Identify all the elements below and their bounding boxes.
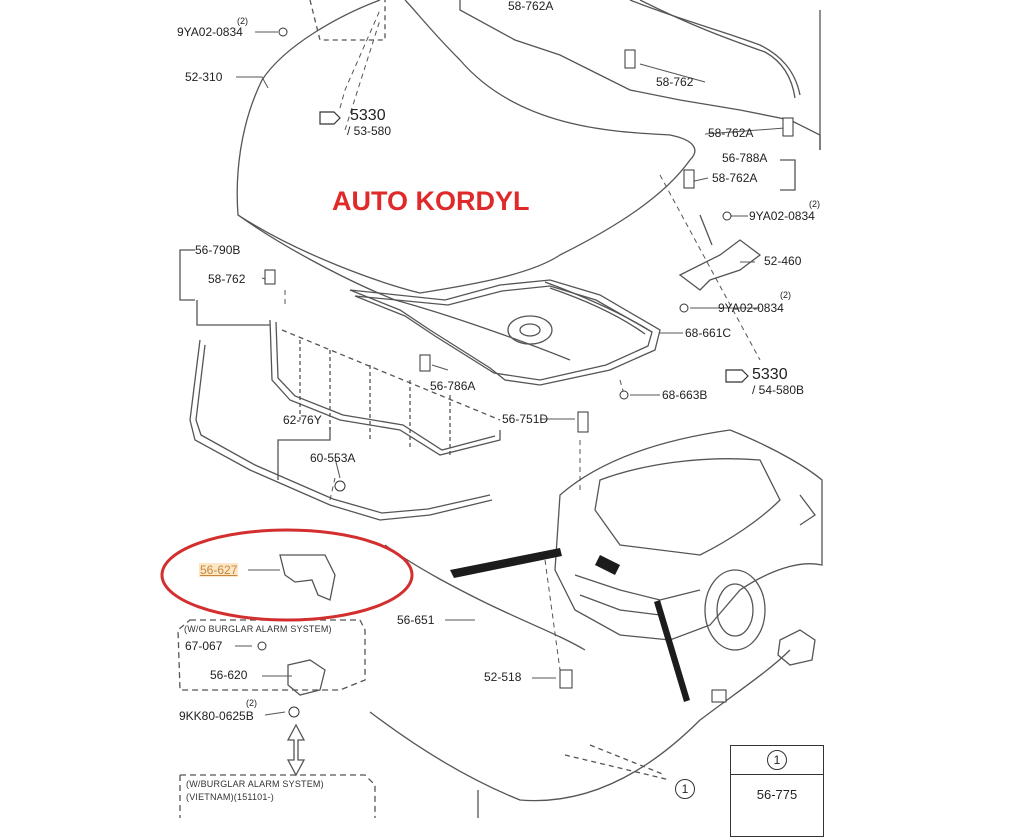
label-58-762a-top: 58-762A: [508, 0, 554, 13]
parts-table-cell: 56-775: [756, 787, 798, 802]
label-56-627-highlighted: 56-627: [199, 563, 239, 577]
label-9ya02-0834-right: 9YA02-0834: [749, 209, 815, 223]
label-9ya02-0834-top: 9YA02-0834: [177, 25, 243, 39]
pointer-icon-right: [725, 369, 749, 383]
label-56-627-text: 56-627: [199, 563, 239, 577]
label-58-762-top: 58-762: [656, 75, 694, 89]
label-52-460: 52-460: [764, 254, 802, 268]
label-58-762a-right: 58-762A: [712, 171, 758, 185]
label-52-310: 52-310: [185, 70, 223, 84]
label-5330-right: 5330: [752, 366, 788, 383]
parts-table-header: 1: [731, 746, 823, 775]
label-56-620: 56-620: [210, 668, 248, 682]
hood-outline: [236, 0, 696, 294]
label-58-762-left: 58-762: [208, 272, 246, 286]
hood-hinge: [678, 239, 762, 291]
arrow-guide-left: [450, 548, 562, 578]
label-56-788a: 56-788A: [722, 151, 768, 165]
arrow-guide-right: [654, 600, 690, 702]
label-68-663b: 68-663B: [662, 388, 708, 402]
label-56-651: 56-651: [397, 613, 435, 627]
label-62-76y: 62-76Y: [283, 413, 322, 427]
label-9kk80-0625b: 9KK80-0625B: [179, 709, 254, 723]
note-wo-burglar-alarm: (W/O BURGLAR ALARM SYSTEM): [184, 624, 332, 634]
label-56-786a: 56-786A: [430, 379, 476, 393]
watermark-auto-kordyl: AUTO KORDYL: [332, 186, 530, 216]
label-53-580: / 53-580: [347, 124, 392, 138]
hood-front-edge: [237, 214, 571, 361]
car-silhouette: [554, 429, 823, 641]
parts-table: 1 56-775: [730, 745, 824, 837]
label-qty-right: (2): [809, 199, 820, 209]
label-52-518: 52-518: [484, 670, 522, 684]
parts-diagram: AUTO KORDYL (2) 9YA02-0834 52-310 5330 /…: [160, 0, 824, 837]
note-vietnam: (VIETNAM)(151101-): [186, 792, 274, 802]
label-56-751d: 56-751D: [502, 412, 549, 426]
left-seal: [189, 339, 493, 521]
label-68-661c: 68-661C: [685, 326, 732, 340]
label-56-790b: 56-790B: [195, 243, 241, 257]
note-w-burglar-alarm: (W/BURGLAR ALARM SYSTEM): [186, 779, 324, 789]
release-cable: [384, 544, 586, 651]
label-58-762a-mid: 58-762A: [708, 126, 754, 140]
hood-inner-panel: [349, 279, 661, 386]
callout-1-diagram: 1: [675, 779, 695, 799]
label-5330-top: 5330: [350, 107, 386, 124]
label-qty-hinge: (2): [780, 290, 791, 300]
label-67-067: 67-067: [185, 639, 223, 653]
label-qty-bottom: (2): [246, 698, 257, 708]
highlight-ring: [160, 528, 414, 622]
callout-1-table: 1: [767, 750, 787, 770]
diagram-drawing: [160, 0, 823, 818]
label-60-553a: 60-553A: [310, 451, 356, 465]
label-54-580b: / 54-580B: [752, 383, 805, 397]
label-9ya02-0834-hinge: 9YA02-0834: [718, 301, 784, 315]
label-qty-top: (2): [237, 16, 248, 26]
pointer-icon-top: [319, 111, 341, 125]
